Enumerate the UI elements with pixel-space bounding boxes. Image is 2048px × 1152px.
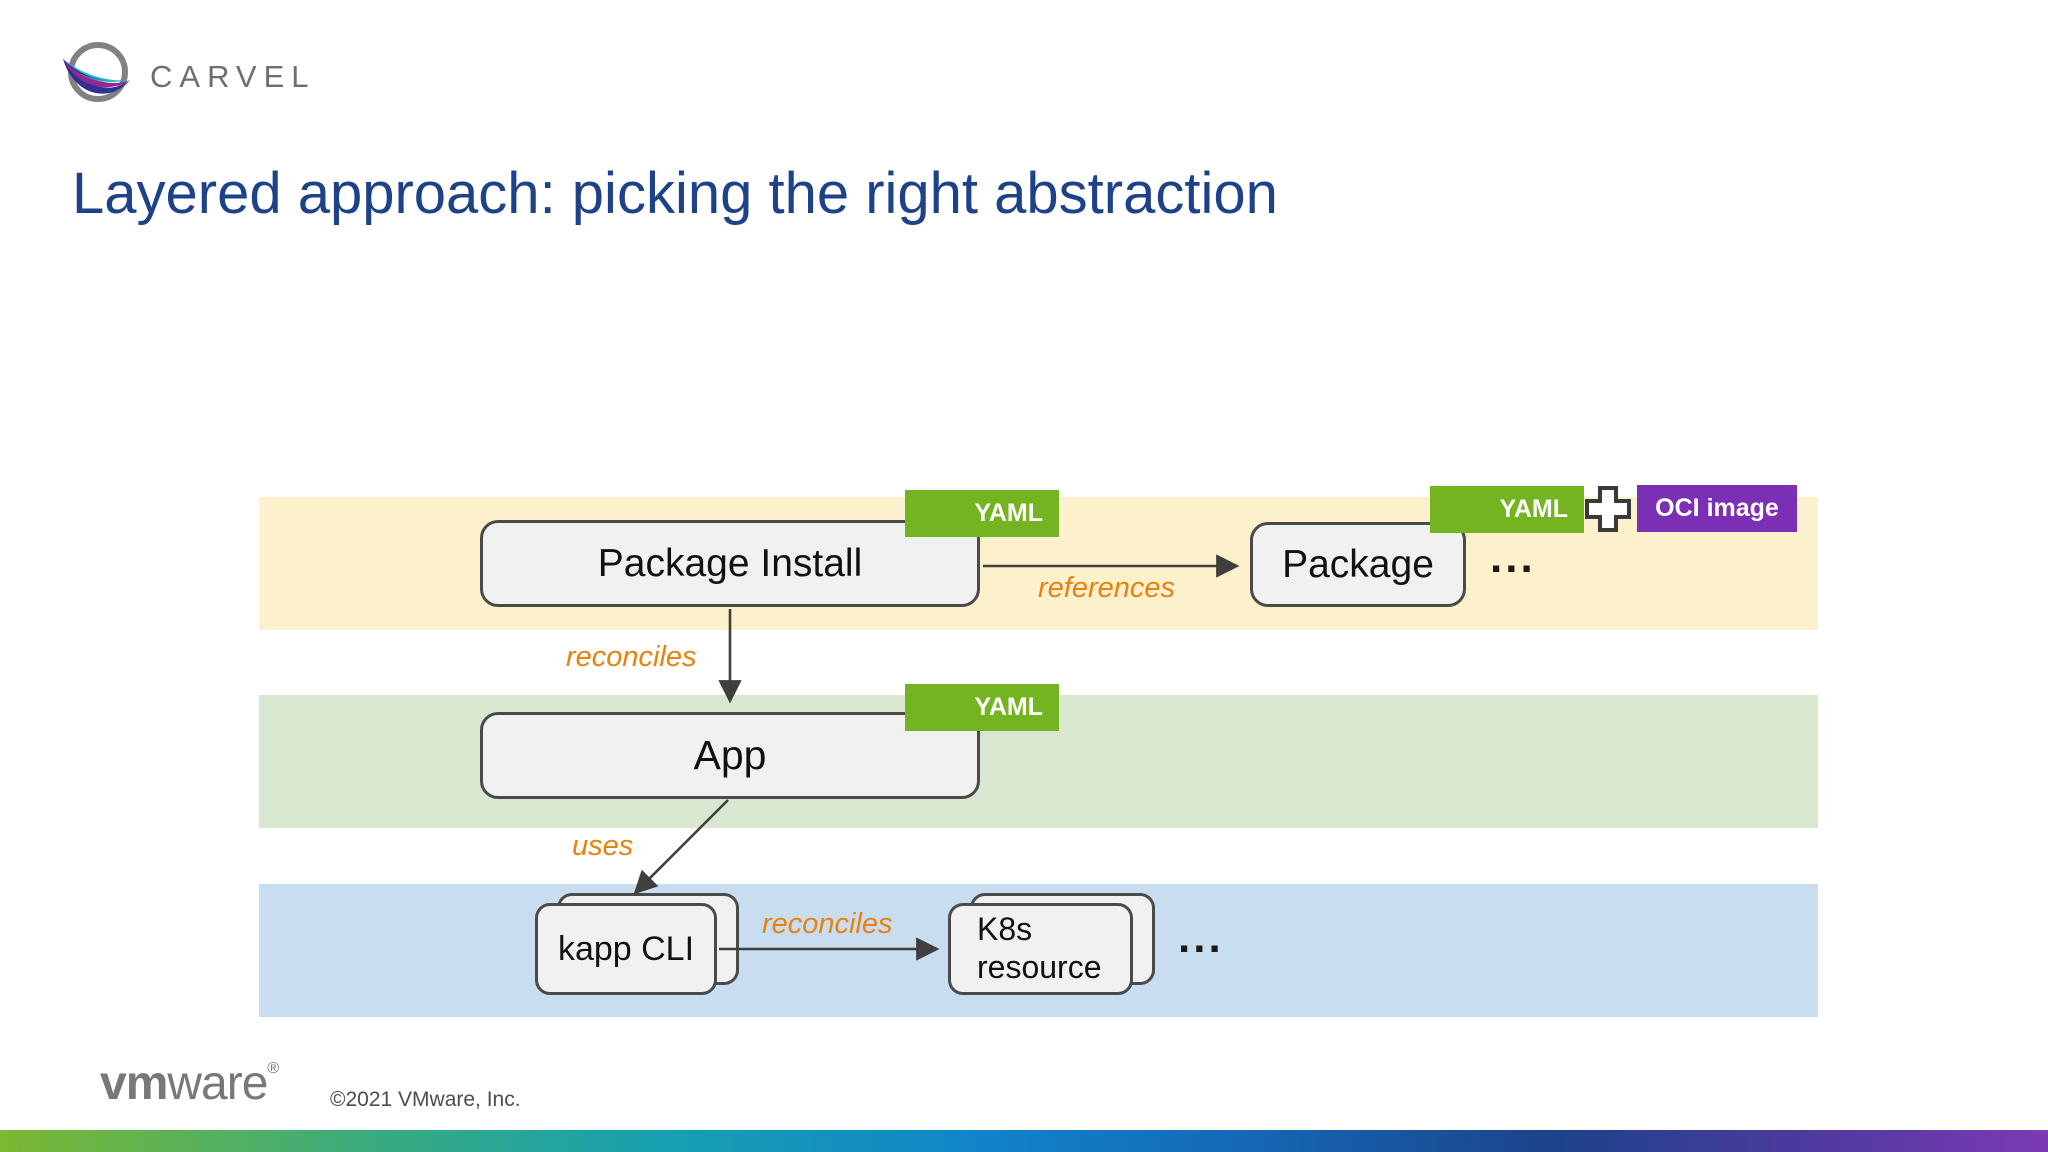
yaml-tag-app: YAML: [905, 684, 1059, 731]
plus-icon: [1583, 484, 1633, 534]
copyright-text: ©2021 VMware, Inc.: [330, 1088, 521, 1111]
label-references: references: [1038, 572, 1176, 604]
vmware-logo-vm: vm: [100, 1057, 168, 1110]
oci-image-tag: OCI image: [1637, 485, 1797, 532]
node-package-install: Package Install: [480, 520, 980, 607]
yaml-tag-package-install: YAML: [905, 490, 1059, 537]
ellipsis-more-packages: ...: [1490, 533, 1536, 582]
footer-gradient-bar: [0, 1130, 2048, 1152]
node-kapp-cli-label: kapp CLI: [557, 929, 695, 968]
yaml-tag-label: YAML: [974, 499, 1043, 527]
node-app: App: [480, 712, 980, 799]
node-package: Package: [1250, 522, 1466, 607]
header-bar: CARVEL: [0, 0, 2048, 110]
yaml-tag-label: YAML: [974, 693, 1043, 721]
node-package-label: Package: [1282, 542, 1434, 586]
label-uses: uses: [572, 830, 634, 862]
node-kapp-cli: kapp CLI: [535, 903, 717, 995]
node-app-label: App: [693, 732, 767, 778]
yaml-tag-label: YAML: [1499, 495, 1568, 523]
ellipsis-more-resources: ...: [1178, 913, 1224, 962]
carvel-logo-icon: [58, 38, 134, 115]
brand-text: CARVEL: [150, 58, 316, 94]
label-reconciles-top: reconciles: [566, 641, 697, 673]
label-reconciles-bottom: reconciles: [762, 908, 893, 940]
registered-mark: ®: [267, 1060, 279, 1077]
oci-image-tag-label: OCI image: [1655, 494, 1779, 522]
yaml-tag-package: YAML: [1430, 486, 1584, 533]
node-package-install-label: Package Install: [597, 541, 863, 585]
page-title: Layered approach: picking the right abst…: [72, 161, 1278, 226]
brand: CARVEL: [58, 38, 316, 115]
vmware-logo-ware: ware: [167, 1057, 268, 1110]
node-k8s-resource: K8s resource: [948, 903, 1133, 995]
